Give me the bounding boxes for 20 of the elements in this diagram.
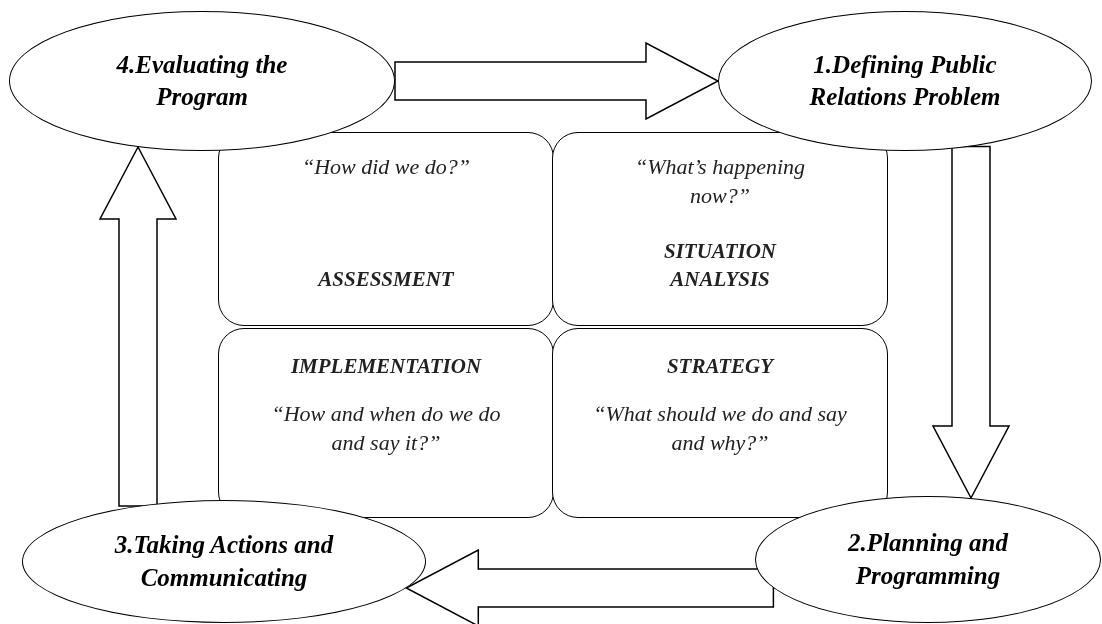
- guiding-question: “What should we do and say and why?”: [593, 400, 847, 457]
- phase-heading: SITUATION ANALYSIS: [663, 238, 778, 293]
- guiding-question: “What’s happening now?”: [633, 153, 807, 210]
- stage-title: 2.Planning and Programming: [846, 528, 1010, 591]
- phase-heading: IMPLEMENTATION: [290, 353, 482, 380]
- guiding-question: “How did we do?”: [301, 153, 471, 181]
- stage-title: 1.Defining Public Relations Problem: [808, 49, 1002, 112]
- block-arrow: [394, 41, 720, 121]
- stage-title: 4.Evaluating the Program: [115, 49, 289, 112]
- phase-heading: STRATEGY: [666, 353, 774, 380]
- quadrant-box: [218, 328, 554, 518]
- block-arrow: [98, 145, 178, 507]
- phase-heading: ASSESSMENT: [318, 265, 454, 293]
- block-arrow: [404, 548, 775, 624]
- quadrant-box: [218, 132, 554, 326]
- block-arrow: [931, 145, 1011, 500]
- quadrant-box: [552, 328, 888, 518]
- guiding-question: “How and when do we do and say it?”: [270, 400, 502, 457]
- stage-title: 3.Taking Actions and Communicating: [113, 530, 335, 593]
- quadrant-box: [552, 132, 888, 326]
